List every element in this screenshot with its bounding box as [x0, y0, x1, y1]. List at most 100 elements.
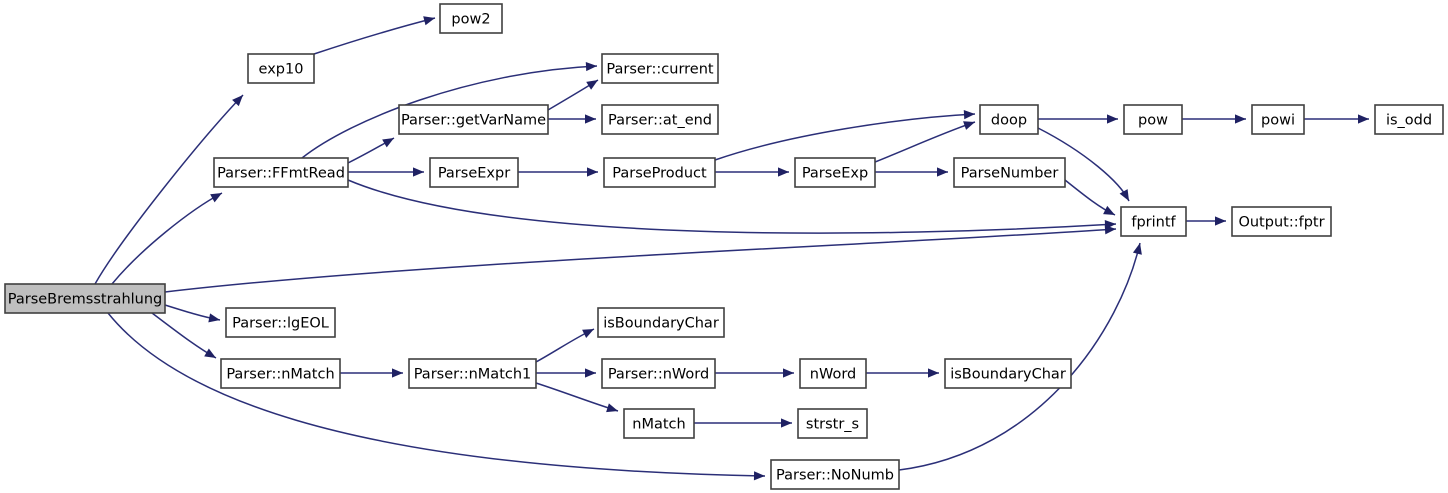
node-box[interactable] — [623, 408, 695, 439]
edges-layer — [94, 16, 1369, 481]
node-box[interactable] — [944, 358, 1072, 389]
node-label: Parser::getVarName — [401, 113, 546, 129]
node-lgeol[interactable]: Parser::lgEOL — [225, 307, 336, 338]
node-strstr_s[interactable]: strstr_s — [797, 408, 868, 439]
node-parseexpr[interactable]: ParseExpr — [429, 157, 519, 188]
node-box[interactable] — [1231, 206, 1332, 237]
node-label: is_odd — [1386, 113, 1432, 129]
arrowhead-icon — [587, 167, 598, 177]
node-box[interactable] — [247, 53, 315, 84]
node-box[interactable] — [770, 459, 900, 490]
arrowhead-icon — [413, 167, 424, 177]
node-nmatch_p[interactable]: Parser::nMatch — [220, 358, 341, 389]
node-box[interactable] — [213, 157, 349, 188]
arrowhead-icon — [1104, 220, 1116, 230]
node-parseexp[interactable]: ParseExp — [794, 157, 876, 188]
node-exp10[interactable]: exp10 — [247, 53, 315, 84]
call-edge-parsebremsstrahlung-to-fprintf — [164, 225, 1117, 293]
arrowhead-icon — [1107, 114, 1118, 124]
node-outputfptr[interactable]: Output::fptr — [1231, 206, 1332, 237]
node-box[interactable] — [597, 307, 725, 338]
node-at_end[interactable]: Parser::at_end — [601, 104, 719, 135]
node-ffmtread[interactable]: Parser::FFmtRead — [213, 157, 349, 188]
arrowhead-icon — [781, 418, 792, 428]
node-label: isBoundaryChar — [603, 316, 719, 332]
call-edge-getvarname-to-at_end — [548, 114, 596, 124]
arrowhead-icon — [585, 114, 596, 124]
call-edge-exp10-to-pow2 — [313, 16, 436, 55]
arrowhead-icon — [606, 403, 618, 413]
node-nmatch[interactable]: nMatch — [623, 408, 695, 439]
call-edge-doop-to-pow — [1038, 114, 1118, 124]
arrowhead-icon — [232, 95, 243, 107]
node-label: Parser::nWord — [608, 367, 709, 383]
node-box[interactable] — [1251, 104, 1305, 135]
node-label: fprintf — [1131, 215, 1176, 231]
node-nword_p[interactable]: Parser::nWord — [601, 358, 716, 389]
node-parsenumber[interactable]: ParseNumber — [953, 157, 1066, 188]
node-box[interactable] — [601, 53, 719, 84]
node-pow2[interactable]: pow2 — [439, 3, 503, 34]
node-box[interactable] — [225, 307, 336, 338]
nodes-layer: ParseBremsstrahlung exp10 pow2Parser::FFmt… — [4, 3, 1444, 490]
node-box[interactable] — [1374, 104, 1444, 135]
node-box[interactable] — [797, 408, 868, 439]
node-box[interactable] — [601, 104, 719, 135]
arrowhead-icon — [423, 16, 435, 26]
arrowhead-icon — [1358, 114, 1369, 124]
arrowhead-icon — [963, 110, 975, 120]
node-box[interactable] — [799, 358, 867, 389]
node-getvarname[interactable]: Parser::getVarName — [398, 104, 549, 135]
node-label: isBoundaryChar — [950, 367, 1066, 383]
node-box[interactable] — [953, 157, 1066, 188]
node-isboundarychar2[interactable]: isBoundaryChar — [944, 358, 1072, 389]
node-box[interactable] — [439, 3, 503, 34]
call-edge-getvarname-to-current — [547, 79, 599, 111]
node-box[interactable] — [220, 358, 341, 389]
node-box[interactable] — [794, 157, 876, 188]
node-box[interactable] — [4, 283, 166, 314]
node-box[interactable] — [1120, 206, 1187, 237]
call-edge-nword_p-to-nword — [715, 368, 794, 378]
node-box[interactable] — [429, 157, 519, 188]
node-label: Parser::at_end — [608, 113, 712, 129]
call-edge-powi-to-is_odd — [1304, 114, 1369, 124]
arrowhead-icon — [778, 167, 789, 177]
node-is_odd[interactable]: is_odd — [1374, 104, 1444, 135]
arrowhead-icon — [1215, 216, 1226, 226]
call-edge-parseexp-to-parsenumber — [875, 167, 948, 177]
call-edge-nword-to-isboundarychar2 — [866, 368, 939, 378]
node-doop[interactable]: doop — [979, 104, 1039, 135]
node-label: strstr_s — [806, 417, 859, 433]
node-pow[interactable]: pow — [1123, 104, 1183, 135]
node-current[interactable]: Parser::current — [601, 53, 719, 84]
call-edge-nmatch1-to-nword_p — [536, 368, 596, 378]
node-nword[interactable]: nWord — [799, 358, 867, 389]
node-isboundarychar1[interactable]: isBoundaryChar — [597, 307, 725, 338]
node-powi[interactable]: powi — [1251, 104, 1305, 135]
call-edge-nmatch1-to-nmatch — [535, 382, 619, 413]
node-box[interactable] — [601, 358, 716, 389]
node-box[interactable] — [979, 104, 1039, 135]
node-fprintf[interactable]: fprintf — [1120, 206, 1187, 237]
call-edge-parseexp-to-doop — [874, 121, 976, 163]
node-box[interactable] — [398, 104, 549, 135]
node-parseproduct[interactable]: ParseProduct — [603, 157, 716, 188]
node-parsebremsstrahlung[interactable]: ParseBremsstrahlung — [4, 283, 166, 314]
arrowhead-icon — [210, 193, 222, 203]
call-edge-parsebremsstrahlung-to-exp10 — [94, 94, 244, 285]
node-label: Parser::NoNumb — [776, 468, 894, 484]
node-box[interactable] — [603, 157, 716, 188]
node-nonumb[interactable]: Parser::NoNumb — [770, 459, 900, 490]
node-label: Parser::FFmtRead — [217, 166, 345, 182]
node-box[interactable] — [1123, 104, 1183, 135]
node-label: ParseExpr — [438, 166, 510, 182]
node-label: nWord — [810, 367, 856, 383]
arrowhead-icon — [1235, 114, 1246, 124]
node-nmatch1[interactable]: Parser::nMatch1 — [408, 358, 537, 389]
node-label: doop — [991, 113, 1027, 129]
node-label: nMatch — [632, 417, 685, 433]
arrowhead-icon — [392, 368, 403, 378]
node-box[interactable] — [408, 358, 537, 389]
